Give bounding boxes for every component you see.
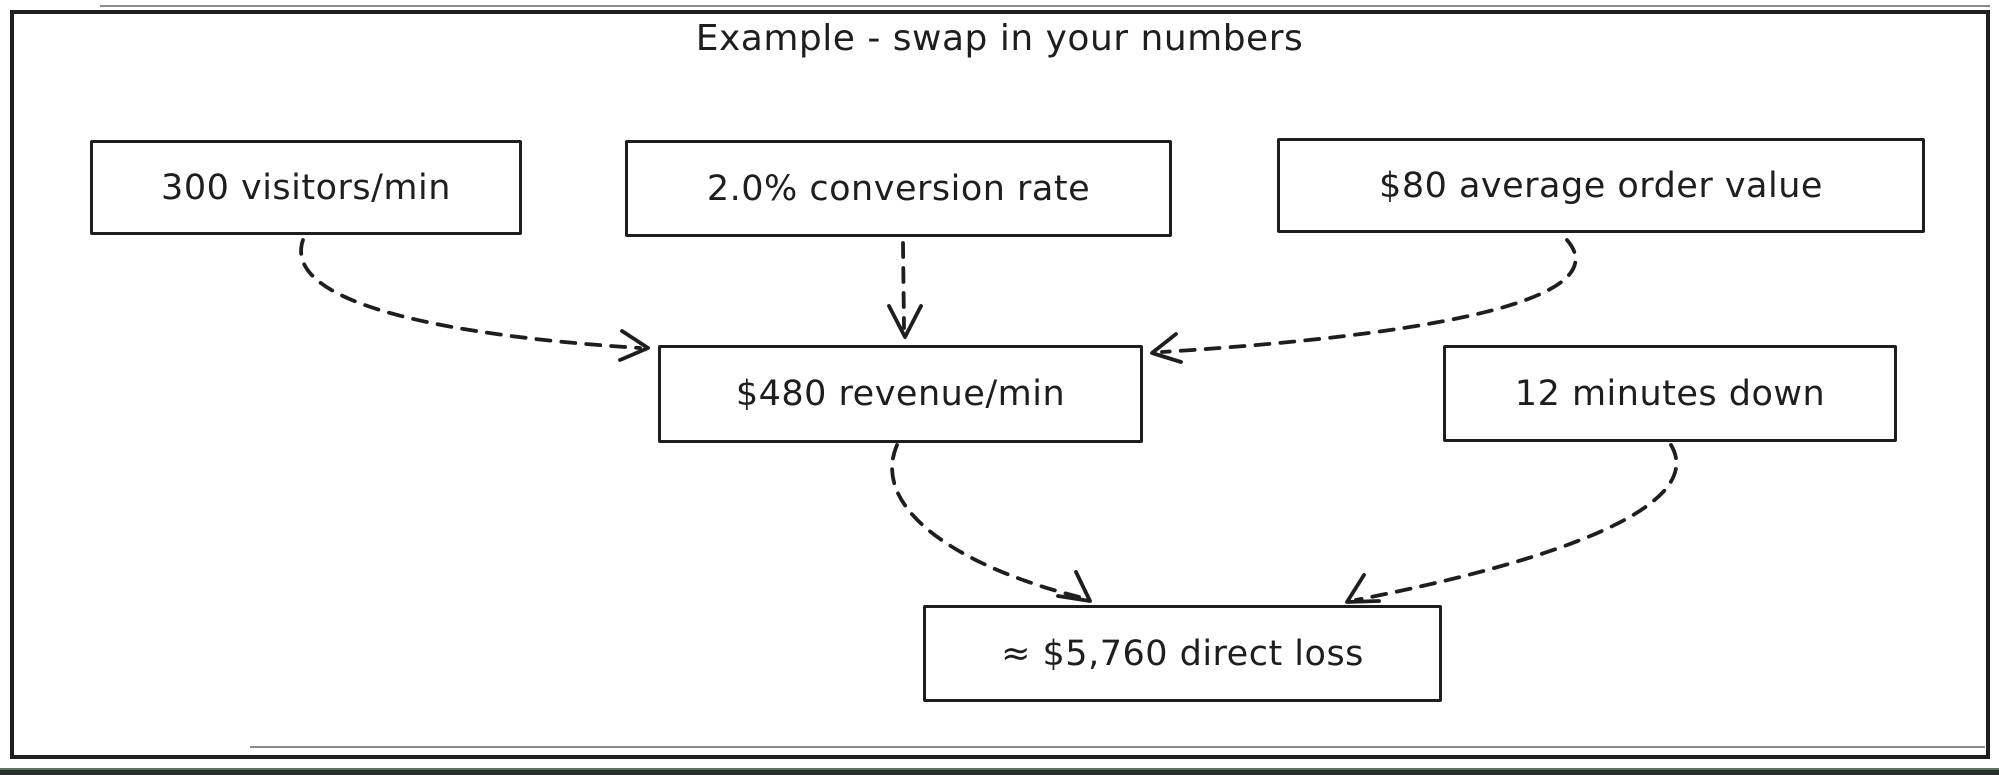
node-minutes-down[interactable]: 12 minutes down xyxy=(1443,345,1897,442)
node-visitors-label: 300 visitors/min xyxy=(161,167,451,208)
node-average-order-value-label: $80 average order value xyxy=(1379,165,1823,206)
edge-downtime-loss[interactable] xyxy=(1345,443,1679,604)
node-visitors[interactable]: 300 visitors/min xyxy=(90,140,522,235)
edge-revenue-loss[interactable] xyxy=(890,443,1092,603)
outer-frame xyxy=(10,5,1990,759)
node-minutes-down-label: 12 minutes down xyxy=(1514,373,1826,414)
edge-conversion-revenue[interactable] xyxy=(887,241,923,339)
arrowhead-revenue xyxy=(618,329,650,362)
arrowhead-revenue xyxy=(1150,332,1183,364)
node-average-order-value[interactable]: $80 average order value xyxy=(1277,138,1925,233)
node-conversion-rate[interactable]: 2.0% conversion rate xyxy=(625,140,1172,237)
edge-aov-revenue[interactable] xyxy=(1150,238,1578,364)
node-conversion-rate-label: 2.0% conversion rate xyxy=(706,168,1091,209)
node-direct-loss-label: ≈ $5,760 direct loss xyxy=(1001,633,1364,674)
node-revenue-per-min[interactable]: $480 revenue/min xyxy=(658,345,1143,443)
diagram-title: Example - swap in your numbers xyxy=(695,18,1304,59)
bottom-window-edge xyxy=(0,768,1999,775)
node-direct-loss[interactable]: ≈ $5,760 direct loss xyxy=(923,605,1442,702)
edge-visitors-revenue[interactable] xyxy=(299,238,650,362)
node-revenue-per-min-label: $480 revenue/min xyxy=(735,374,1066,414)
arrowhead-loss xyxy=(1056,570,1092,603)
arrowhead-revenue xyxy=(887,304,923,339)
arrowhead-loss xyxy=(1345,573,1381,604)
